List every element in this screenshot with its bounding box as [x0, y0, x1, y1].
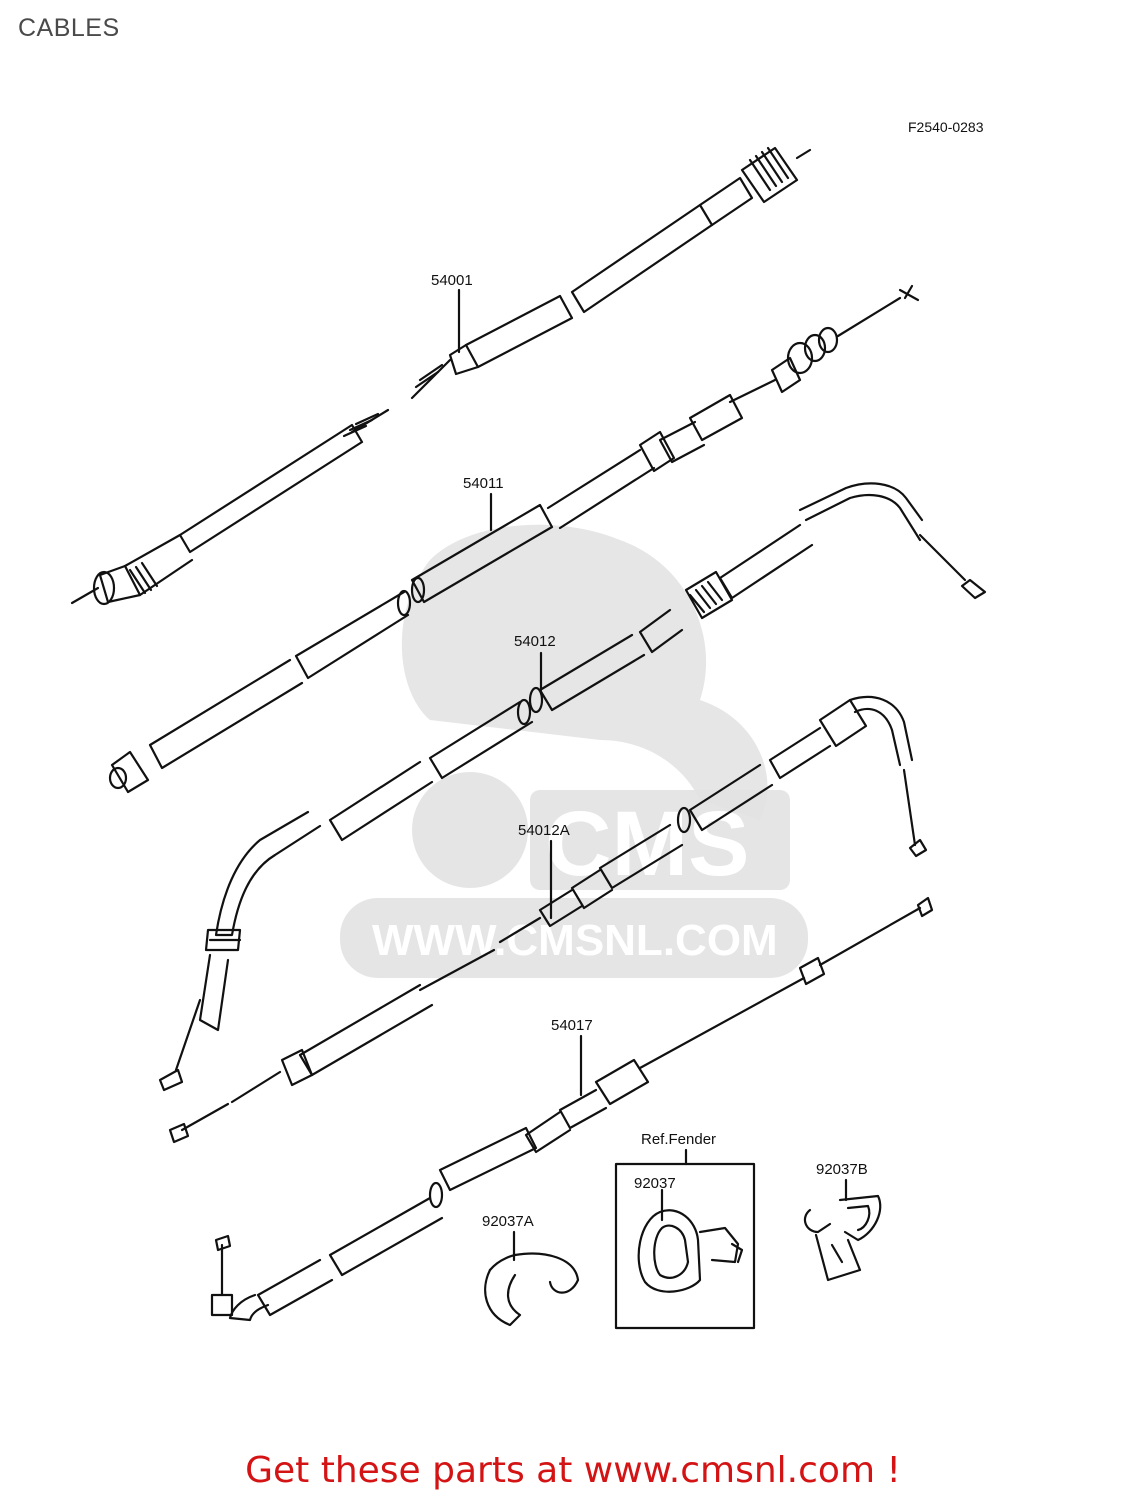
part-92037A-clip[interactable]: [484, 1252, 580, 1327]
part-label-54001: 54001: [431, 272, 473, 289]
part-54017-cable[interactable]: [210, 896, 934, 1322]
part-54012A-cable[interactable]: [168, 695, 928, 1144]
part-92037B-bracket[interactable]: [803, 1194, 882, 1282]
part-label-54011: 54011: [463, 475, 504, 492]
part-label-54012A: 54012A: [518, 822, 570, 839]
part-54011-cable[interactable]: [108, 284, 920, 794]
part-label-92037: 92037: [634, 1175, 676, 1192]
cmsnl-parts-link[interactable]: Get these parts at www.cmsnl.com !: [245, 1450, 901, 1491]
part-54001-cable[interactable]: [70, 146, 812, 606]
figure-code: F2540-0283: [908, 119, 984, 135]
part-label-54012: 54012: [514, 633, 556, 650]
part-label-54017: 54017: [551, 1017, 593, 1034]
part-92037-clip[interactable]: [637, 1209, 744, 1293]
page-title: CABLES: [18, 14, 120, 42]
group-label-ref-fender: Ref.Fender: [641, 1131, 716, 1148]
part-label-92037B: 92037B: [816, 1161, 868, 1178]
part-54012-cable[interactable]: [158, 482, 987, 1092]
part-label-92037A: 92037A: [482, 1213, 534, 1230]
